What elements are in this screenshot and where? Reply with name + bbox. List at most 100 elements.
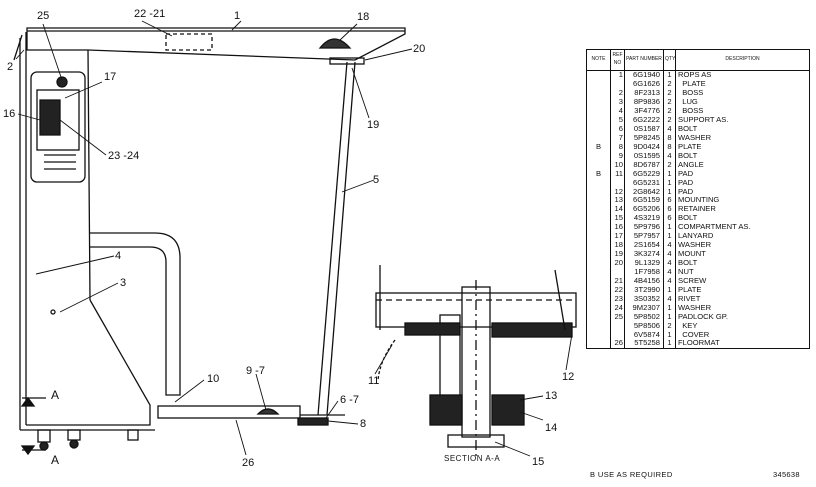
storage-compartment — [30, 71, 86, 183]
section-arrow-label-bottom: A — [51, 453, 59, 467]
header-ref: REF NO — [610, 49, 625, 71]
cell-qty: 1 — [663, 222, 676, 232]
cell-note — [586, 231, 611, 241]
cell-ref: 14 — [610, 204, 625, 214]
cell-qty: 2 — [663, 79, 676, 89]
section-arrows — [20, 396, 46, 456]
cell-ref — [610, 321, 625, 330]
cell-note — [586, 106, 611, 116]
cell-part: 6G5206 — [624, 204, 664, 214]
cell-desc: RETAINER — [675, 204, 810, 214]
cell-ref: 17 — [610, 231, 625, 241]
callout-14: 14 — [545, 422, 557, 434]
callout-13: 13 — [545, 390, 557, 402]
cell-part: 5P9796 — [624, 222, 664, 232]
hand-rail — [90, 232, 181, 396]
cell-note — [586, 285, 611, 295]
cell-part: 9L1329 — [624, 258, 664, 268]
callout-18: 18 — [357, 11, 369, 23]
cell-part: 6G1940 — [624, 70, 664, 80]
cell-note — [586, 187, 611, 196]
callout-3: 3 — [120, 277, 126, 289]
cell-note — [586, 70, 611, 80]
cell-desc: NUT — [675, 267, 810, 277]
cell-part: 3T2990 — [624, 285, 664, 295]
cell-ref: 2 — [610, 88, 625, 98]
cell-qty: 4 — [663, 151, 676, 161]
cell-desc: PLATE — [675, 79, 810, 89]
cell-part: 3S0352 — [624, 294, 664, 304]
cell-desc: LUG — [675, 97, 810, 107]
cell-part: 5P8245 — [624, 133, 664, 143]
callout-6-7: 6 -7 — [340, 394, 359, 406]
cell-ref: 16 — [610, 222, 625, 232]
cell-qty: 1 — [663, 70, 676, 80]
cell-ref: 22 — [610, 285, 625, 295]
leader-lines — [15, 20, 573, 457]
cell-desc: BOSS — [675, 106, 810, 116]
cell-ref: 15 — [610, 213, 625, 223]
cell-part: 8F2313 — [624, 88, 664, 98]
cell-ref: 6 — [610, 124, 625, 134]
cell-ref: 8 — [610, 142, 625, 152]
cell-note — [586, 195, 611, 205]
cell-desc: BOLT — [675, 213, 810, 223]
cell-part: 8D6787 — [624, 160, 664, 170]
cell-note — [586, 338, 611, 349]
cell-qty: 8 — [663, 142, 676, 152]
mount-feet — [37, 429, 139, 451]
cell-desc: FLOORMAT — [675, 338, 810, 349]
cell-qty: 2 — [663, 160, 676, 170]
cell-qty: 4 — [663, 294, 676, 304]
callout-22-21: 22 -21 — [134, 8, 165, 20]
cell-part: 3K3274 — [624, 249, 664, 259]
cell-ref: 9 — [610, 151, 625, 161]
cell-note — [586, 88, 611, 98]
cell-ref — [610, 178, 625, 187]
cell-note — [586, 321, 611, 330]
cell-note — [586, 213, 611, 223]
cell-qty: 1 — [663, 312, 676, 322]
cell-ref — [610, 330, 625, 339]
cell-note: B — [586, 169, 611, 179]
cell-qty: 1 — [663, 187, 676, 196]
support-strut — [317, 61, 356, 416]
cell-desc: MOUNT — [675, 249, 810, 259]
cell-qty: 1 — [663, 338, 676, 349]
cell-part: 8P9836 — [624, 97, 664, 107]
cell-note — [586, 330, 611, 339]
callout-5: 5 — [373, 174, 379, 186]
header-note: NOTE — [586, 49, 611, 71]
cell-part: 6G5231 — [624, 178, 664, 187]
cell-desc: BOSS — [675, 88, 810, 98]
callout-20: 20 — [413, 43, 425, 55]
cell-ref: 25 — [610, 312, 625, 322]
callout-12: 12 — [562, 371, 574, 383]
cell-note — [586, 249, 611, 259]
cell-ref: 23 — [610, 294, 625, 304]
cell-ref — [610, 267, 625, 277]
cell-note — [586, 160, 611, 170]
cell-desc: COMPARTMENT AS. — [675, 222, 810, 232]
cell-ref: 7 — [610, 133, 625, 143]
callout-4: 4 — [115, 250, 121, 262]
callout-8: 8 — [360, 418, 366, 430]
cell-qty: 6 — [663, 204, 676, 214]
cell-desc: PADLOCK GP. — [675, 312, 810, 322]
cell-note — [586, 312, 611, 322]
